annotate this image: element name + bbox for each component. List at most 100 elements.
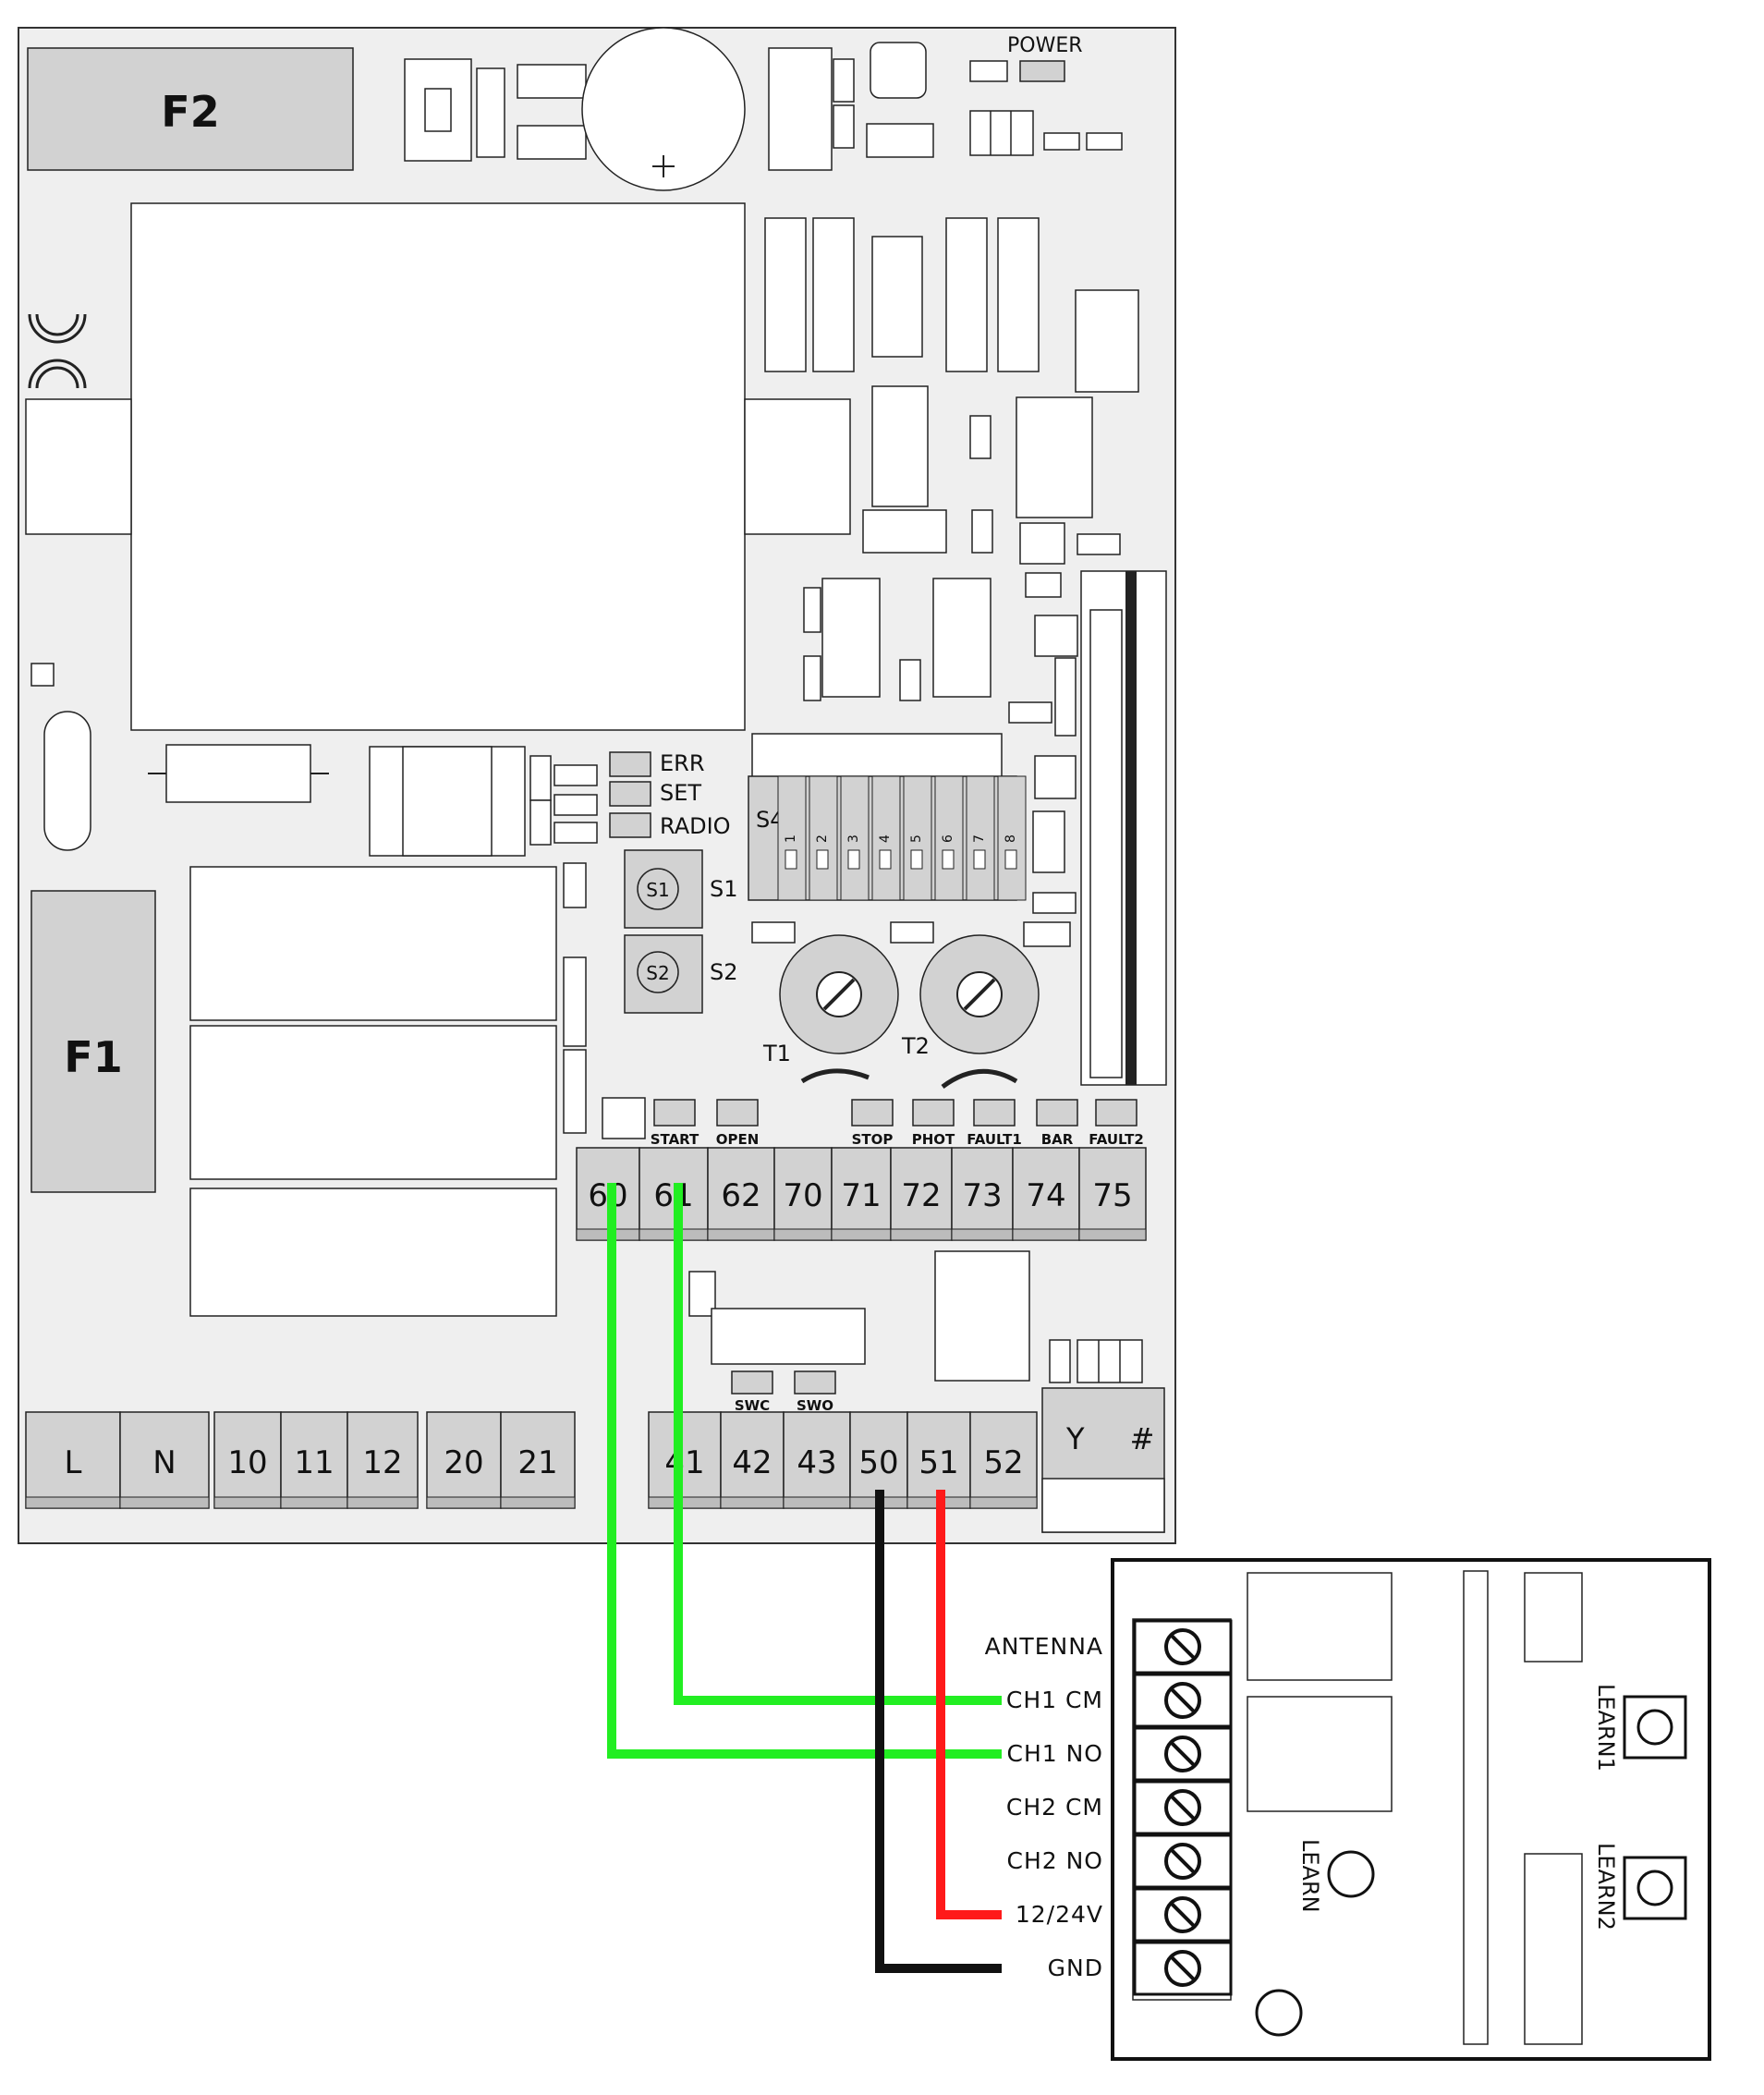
terminal-62-label: 62 bbox=[721, 1177, 760, 1214]
left-side-parts bbox=[28, 313, 329, 851]
switch-leds: SWC SWO bbox=[731, 1370, 836, 1414]
dip-position-7[interactable]: 7 bbox=[966, 775, 995, 901]
terminal-62[interactable]: 62 bbox=[707, 1147, 775, 1241]
open-led-label: OPEN bbox=[716, 1131, 760, 1148]
terminal-52[interactable]: 52 bbox=[969, 1411, 1038, 1509]
dip-position-5[interactable]: 5 bbox=[903, 775, 932, 901]
wire-50-to-gnd bbox=[875, 1490, 1002, 1973]
dip-position-label: 5 bbox=[909, 834, 924, 843]
terminal-73-label: 73 bbox=[962, 1177, 1002, 1214]
terminal-52-label: 52 bbox=[983, 1444, 1023, 1481]
terminal-75[interactable]: 75 bbox=[1078, 1147, 1147, 1241]
receiver-terminal-ch2-cm[interactable]: CH2 CM bbox=[1006, 1780, 1233, 1835]
terminal-75-label: 75 bbox=[1092, 1177, 1132, 1214]
learn-label: LEARN bbox=[1297, 1839, 1323, 1913]
terminal-42[interactable]: 42 bbox=[720, 1411, 785, 1509]
dip-position-4[interactable]: 4 bbox=[871, 775, 901, 901]
receiver-terminal-ch2-no-label: CH2 NO bbox=[1007, 1847, 1104, 1874]
set-led bbox=[609, 781, 651, 807]
antenna-terminal: Y # bbox=[1041, 1387, 1165, 1533]
receiver-terminal-ch2-no[interactable]: CH2 NO bbox=[1007, 1833, 1233, 1889]
terminal-70[interactable]: 70 bbox=[773, 1147, 833, 1241]
terminal-12-label: 12 bbox=[362, 1444, 402, 1481]
terminal-l-label: L bbox=[65, 1444, 82, 1481]
fuse-f2: F2 bbox=[27, 47, 354, 171]
receiver-terminal-antenna-label: ANTENNA bbox=[985, 1633, 1103, 1660]
terminal-20[interactable]: 20 bbox=[426, 1411, 502, 1509]
dip-position-6[interactable]: 6 bbox=[934, 775, 964, 901]
terminal-71[interactable]: 71 bbox=[831, 1147, 892, 1241]
bar-led-label: BAR bbox=[1041, 1131, 1074, 1148]
dip-position-8[interactable]: 8 bbox=[997, 775, 1027, 901]
dip-position-label: 6 bbox=[941, 834, 955, 843]
learn1-button[interactable] bbox=[1623, 1695, 1687, 1760]
control-board: F2 POWER bbox=[18, 27, 1176, 1544]
terminal-71-label: 71 bbox=[841, 1177, 881, 1214]
receiver-terminal-ch1-cm-label: CH1 CM bbox=[1006, 1687, 1103, 1713]
radio-led bbox=[609, 812, 651, 838]
start-led: START bbox=[651, 1099, 700, 1148]
phot-led: PHOT bbox=[912, 1099, 955, 1148]
terminal-41[interactable]: 41 bbox=[648, 1411, 722, 1509]
phot-led-label: PHOT bbox=[912, 1131, 955, 1148]
start-led-label: START bbox=[651, 1131, 700, 1148]
receiver-terminal-12-24v-label: 12/24V bbox=[1016, 1901, 1103, 1928]
terminal-21[interactable]: 21 bbox=[500, 1411, 576, 1509]
coin-battery bbox=[581, 27, 746, 191]
middle-parts bbox=[688, 1250, 1143, 1383]
relay-rectangles bbox=[189, 862, 646, 1317]
receiver-terminal-antenna[interactable]: ANTENNA bbox=[985, 1619, 1233, 1675]
s1-label: S1 bbox=[710, 876, 738, 902]
terminal-l[interactable]: L bbox=[25, 1411, 121, 1509]
learn2-button[interactable] bbox=[1623, 1856, 1687, 1920]
dip-position-3[interactable]: 3 bbox=[840, 775, 870, 901]
learn1-label: LEARN1 bbox=[1593, 1684, 1619, 1772]
relay-block bbox=[369, 746, 598, 857]
top-components: POWER bbox=[404, 34, 1123, 171]
dip-position-2[interactable]: 2 bbox=[809, 775, 838, 901]
trimmers: T1 T2 bbox=[762, 934, 1040, 1090]
wires bbox=[607, 1183, 1002, 1973]
terminal-10[interactable]: 10 bbox=[213, 1411, 282, 1509]
terminal-74[interactable]: 74 bbox=[1012, 1147, 1080, 1241]
terminal-10-label: 10 bbox=[227, 1444, 267, 1481]
terminal-73[interactable]: 73 bbox=[951, 1147, 1014, 1241]
s2-label: S2 bbox=[710, 959, 738, 985]
receiver-terminal-ch1-cm[interactable]: CH1 CM bbox=[1006, 1673, 1233, 1728]
terminal-72-label: 72 bbox=[901, 1177, 941, 1214]
terminal-50-label: 50 bbox=[858, 1444, 898, 1481]
terminal-43-label: 43 bbox=[797, 1444, 836, 1481]
terminal-11[interactable]: 11 bbox=[280, 1411, 348, 1509]
stop-led-label: STOP bbox=[852, 1131, 894, 1148]
terminal-43[interactable]: 43 bbox=[783, 1411, 851, 1509]
terminal-n[interactable]: N bbox=[119, 1411, 210, 1509]
dip-position-label: 8 bbox=[1004, 834, 1018, 843]
set-label: SET bbox=[660, 780, 701, 806]
terminal-74-label: 74 bbox=[1026, 1177, 1065, 1214]
swo-led: SWO bbox=[794, 1370, 836, 1414]
terminal-12[interactable]: 12 bbox=[347, 1411, 419, 1509]
receiver-terminal-ch2-cm-label: CH2 CM bbox=[1006, 1794, 1103, 1821]
dip-position-label: 2 bbox=[815, 834, 830, 843]
s1-inner-label: S1 bbox=[646, 879, 669, 901]
receiver-terminal-12-24v[interactable]: 12/24V bbox=[1016, 1887, 1233, 1943]
antenna-terminal-y: Y bbox=[1065, 1421, 1085, 1456]
receiver-terminal-ch1-no[interactable]: CH1 NO bbox=[1007, 1726, 1233, 1782]
terminal-42-label: 42 bbox=[732, 1444, 772, 1481]
integrated-circuits bbox=[751, 217, 1139, 947]
fault1-led: FAULT1 bbox=[967, 1099, 1022, 1148]
fault2-led-label: FAULT2 bbox=[1089, 1131, 1144, 1148]
dip-position-1[interactable]: 1 bbox=[777, 775, 807, 901]
radio-label: RADIO bbox=[660, 813, 731, 839]
swc-led-label: SWC bbox=[735, 1397, 770, 1414]
s2-button bbox=[637, 951, 679, 993]
terminal-72[interactable]: 72 bbox=[890, 1147, 953, 1241]
transformer bbox=[130, 202, 746, 731]
fuse-f2-label: F2 bbox=[161, 87, 219, 137]
terminal-21-label: 21 bbox=[517, 1444, 557, 1481]
receiver-terminal-gnd[interactable]: GND bbox=[1048, 1941, 1233, 1996]
receiver-terminal-gnd-label: GND bbox=[1048, 1955, 1103, 1981]
